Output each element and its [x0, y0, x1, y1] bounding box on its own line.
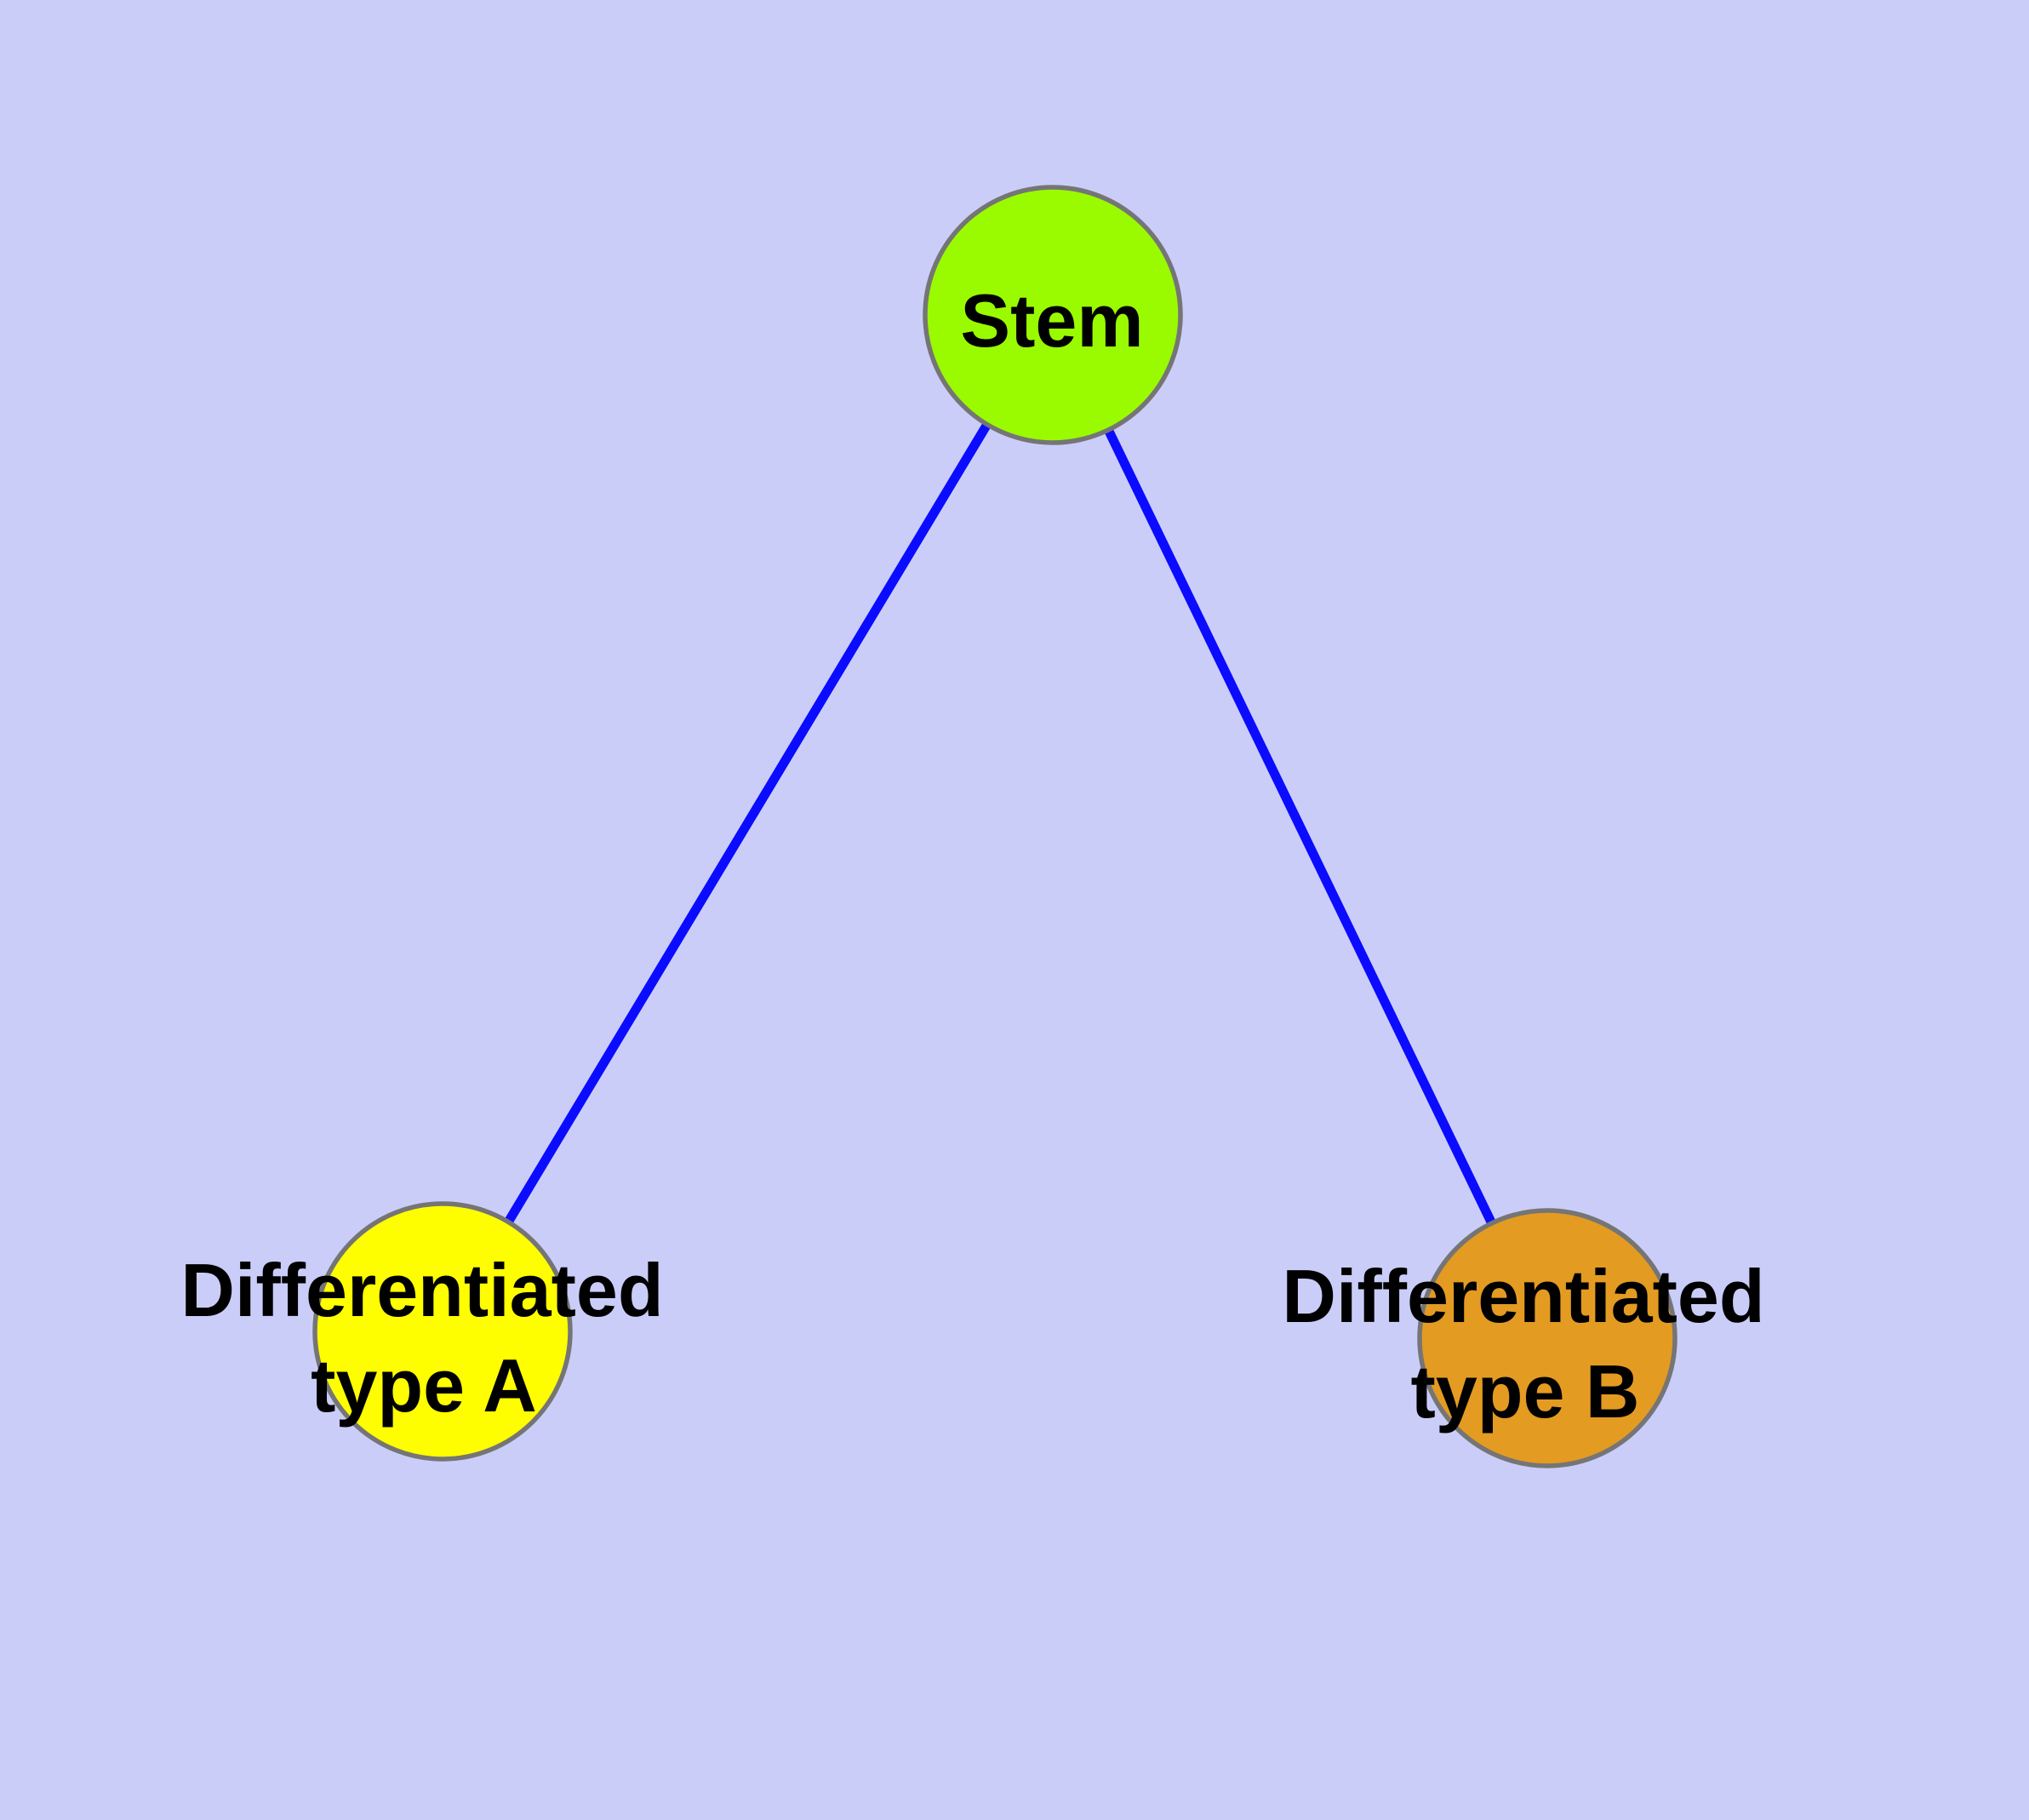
edge-stem-to-type-a [438, 312, 1057, 1334]
node-type-a-label-line1: Differentiated [180, 1248, 663, 1332]
node-type-b-label-line2: type B [1411, 1349, 1640, 1434]
node-stem-label: Stem [960, 278, 1143, 363]
node-differentiated-type-a: Differentiated type A [180, 1201, 664, 1462]
node-stem-circle [923, 185, 1183, 445]
node-stem: Stem [923, 185, 1183, 445]
node-type-a-label-line2: type A [311, 1343, 537, 1428]
node-differentiated-type-b: Differentiated type B [1282, 1208, 1765, 1468]
edge-group [438, 312, 1552, 1341]
node-type-b-circle [1417, 1208, 1677, 1468]
node-type-a-circle [312, 1201, 573, 1462]
edge-stem-to-type-b [1049, 312, 1552, 1341]
node-type-b-label-line1: Differentiated [1282, 1254, 1764, 1338]
